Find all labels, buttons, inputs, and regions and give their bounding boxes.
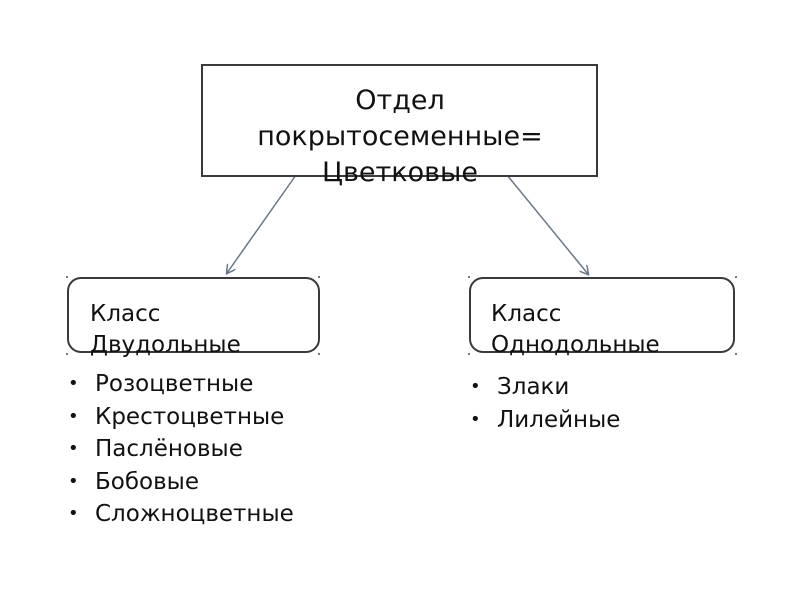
class-label-line: Однодольные — [491, 332, 660, 358]
corner-dot — [66, 276, 68, 278]
family-name: Злаки — [497, 374, 570, 400]
monocot-families-list: • Злаки • Лилейные — [470, 371, 620, 436]
corner-dot — [735, 276, 737, 278]
division-line: Цветковые — [322, 157, 478, 188]
list-item: • Крестоцветные — [68, 401, 294, 434]
class-box-dicots — [67, 277, 320, 353]
corner-dot — [468, 276, 470, 278]
division-label: Отдел покрытосеменные= Цветковые — [230, 83, 570, 191]
bullet-icon: • — [68, 470, 79, 492]
list-item: • Паслёновые — [68, 433, 294, 466]
bullet-icon: • — [68, 373, 79, 394]
corner-dot — [66, 353, 68, 355]
class-label-dicots: Класс Двудольные — [90, 299, 241, 361]
bullet-icon: • — [68, 438, 79, 459]
corner-dot — [735, 353, 737, 355]
class-box-monocots — [469, 277, 735, 353]
bullet-icon: • — [68, 405, 79, 427]
corner-dot — [468, 353, 470, 355]
bullet-icon: • — [470, 408, 481, 430]
corner-dot — [318, 276, 320, 278]
division-line: Отдел — [355, 85, 445, 116]
bullet-icon: • — [68, 503, 79, 524]
list-item: • Розоцветные — [68, 368, 294, 401]
family-name: Бобовые — [95, 468, 199, 495]
list-item: • Сложноцветные — [68, 498, 294, 531]
class-label-line: Класс — [90, 301, 161, 327]
class-label-line: Двудольные — [90, 332, 241, 358]
family-name: Розоцветные — [95, 371, 254, 397]
list-item: • Бобовые — [68, 466, 294, 499]
list-item: • Злаки — [470, 371, 620, 404]
division-line: покрытосеменные= — [257, 121, 543, 152]
arrow-to-monocots — [506, 174, 588, 274]
arrow-to-dicots — [227, 174, 297, 273]
family-name: Сложноцветные — [95, 501, 294, 527]
bullet-icon: • — [470, 376, 481, 397]
dicot-families-list: •Розоцветные •Крестоцветные •Паслёновые … — [68, 368, 294, 531]
division-box — [201, 64, 598, 177]
list-item: • Лилейные — [470, 404, 620, 437]
family-name: Лилейные — [497, 406, 621, 433]
family-name: Крестоцветные — [95, 403, 285, 430]
class-label-monocots: Класс Однодольные — [491, 299, 660, 361]
class-label-line: Класс — [491, 301, 562, 327]
corner-dot — [318, 353, 320, 355]
family-name: Паслёновые — [95, 436, 243, 462]
